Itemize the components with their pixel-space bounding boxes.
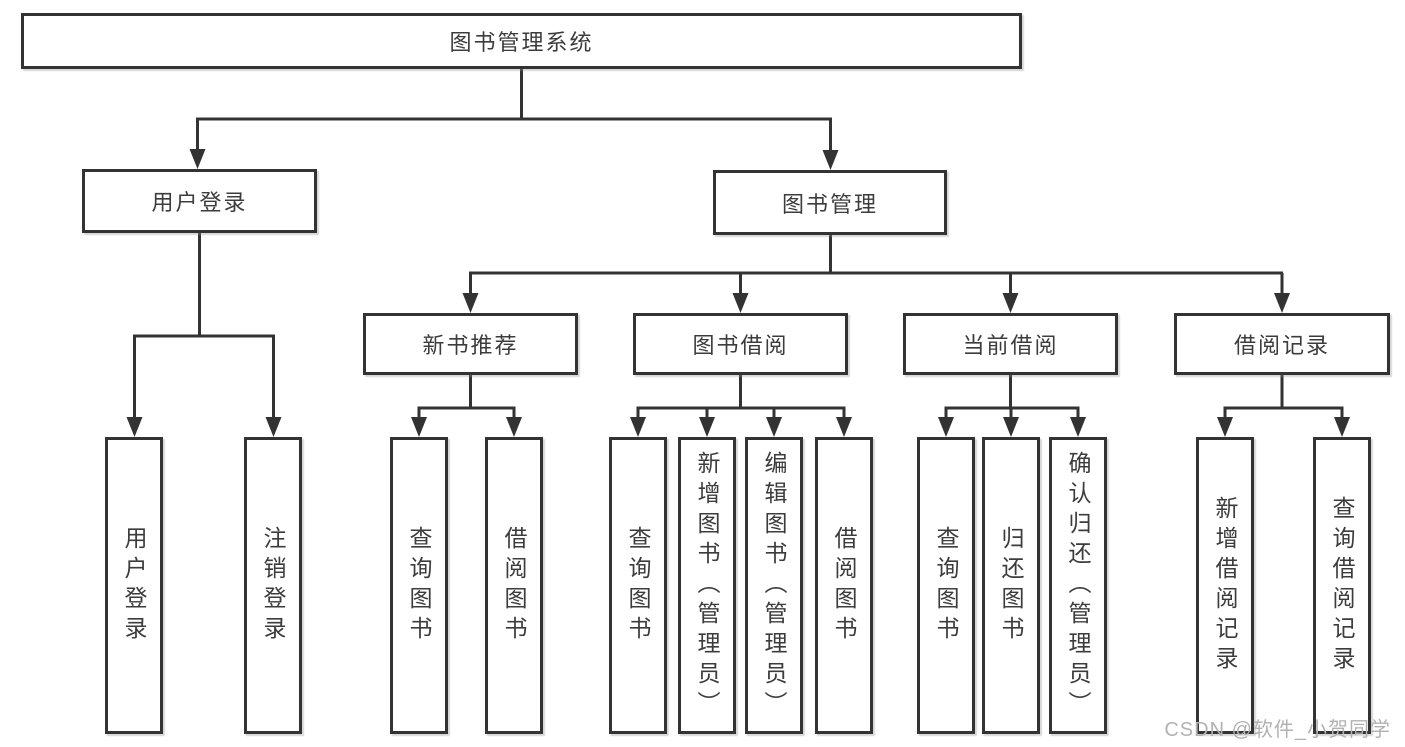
node-leaf-recommend-borrow-books: 借阅图书	[485, 437, 543, 734]
node-current-borrow: 当前借阅	[903, 313, 1118, 375]
node-root: 图书管理系统	[21, 13, 1022, 69]
node-user-login: 用户登录	[82, 169, 317, 233]
node-book-management: 图书管理	[713, 170, 947, 235]
node-leaf-return-book-label: 归还图书	[998, 525, 1024, 646]
node-new-book-recommend: 新书推荐	[363, 313, 578, 375]
node-borrow-records-label: 借阅记录	[1233, 333, 1330, 358]
node-leaf-add-borrow-record-label: 新增借阅记录	[1212, 495, 1238, 676]
node-leaf-logout-label: 注销登录	[260, 525, 286, 646]
node-leaf-return-book: 归还图书	[982, 437, 1040, 734]
node-leaf-edit-book-admin-label: 编辑图书（管理员）	[761, 450, 787, 721]
node-leaf-query-borrow-record: 查询借阅记录	[1313, 437, 1371, 734]
node-book-borrow-label: 图书借阅	[692, 333, 789, 358]
node-leaf-borrow-query-books: 查询图书	[609, 437, 667, 734]
node-leaf-logout: 注销登录	[244, 437, 302, 734]
node-leaf-recommend-query-books-label: 查询图书	[406, 525, 432, 646]
node-leaf-add-book-admin-label: 新增图书（管理员）	[694, 450, 720, 721]
node-leaf-current-query-books-label: 查询图书	[933, 525, 959, 646]
node-borrow-records: 借阅记录	[1174, 313, 1390, 375]
node-leaf-borrow-query-books-label: 查询图书	[625, 525, 651, 646]
node-leaf-add-book-admin: 新增图书（管理员）	[678, 437, 736, 734]
node-leaf-query-borrow-record-label: 查询借阅记录	[1329, 495, 1355, 676]
node-leaf-confirm-return-admin: 确认归还（管理员）	[1049, 437, 1107, 734]
node-new-book-recommend-label: 新书推荐	[422, 333, 519, 358]
node-leaf-borrow-books-label: 借阅图书	[831, 525, 857, 646]
node-leaf-recommend-borrow-books-label: 借阅图书	[501, 525, 527, 646]
csdn-watermark: CSDN @软件_小贺同学	[1164, 719, 1391, 741]
node-book-management-label: 图书管理	[781, 191, 878, 217]
node-leaf-edit-book-admin: 编辑图书（管理员）	[745, 437, 803, 734]
node-leaf-user-login-label: 用户登录	[121, 525, 147, 646]
node-user-login-label: 用户登录	[151, 190, 248, 215]
node-leaf-confirm-return-admin-label: 确认归还（管理员）	[1065, 450, 1091, 721]
node-leaf-recommend-query-books: 查询图书	[390, 437, 448, 734]
node-leaf-borrow-books: 借阅图书	[815, 437, 873, 734]
node-leaf-user-login: 用户登录	[105, 437, 163, 734]
node-leaf-add-borrow-record: 新增借阅记录	[1196, 437, 1254, 734]
node-root-label: 图书管理系统	[449, 30, 594, 55]
node-leaf-current-query-books: 查询图书	[917, 437, 975, 734]
node-book-borrow: 图书借阅	[633, 313, 848, 375]
node-current-borrow-label: 当前借阅	[962, 333, 1059, 358]
